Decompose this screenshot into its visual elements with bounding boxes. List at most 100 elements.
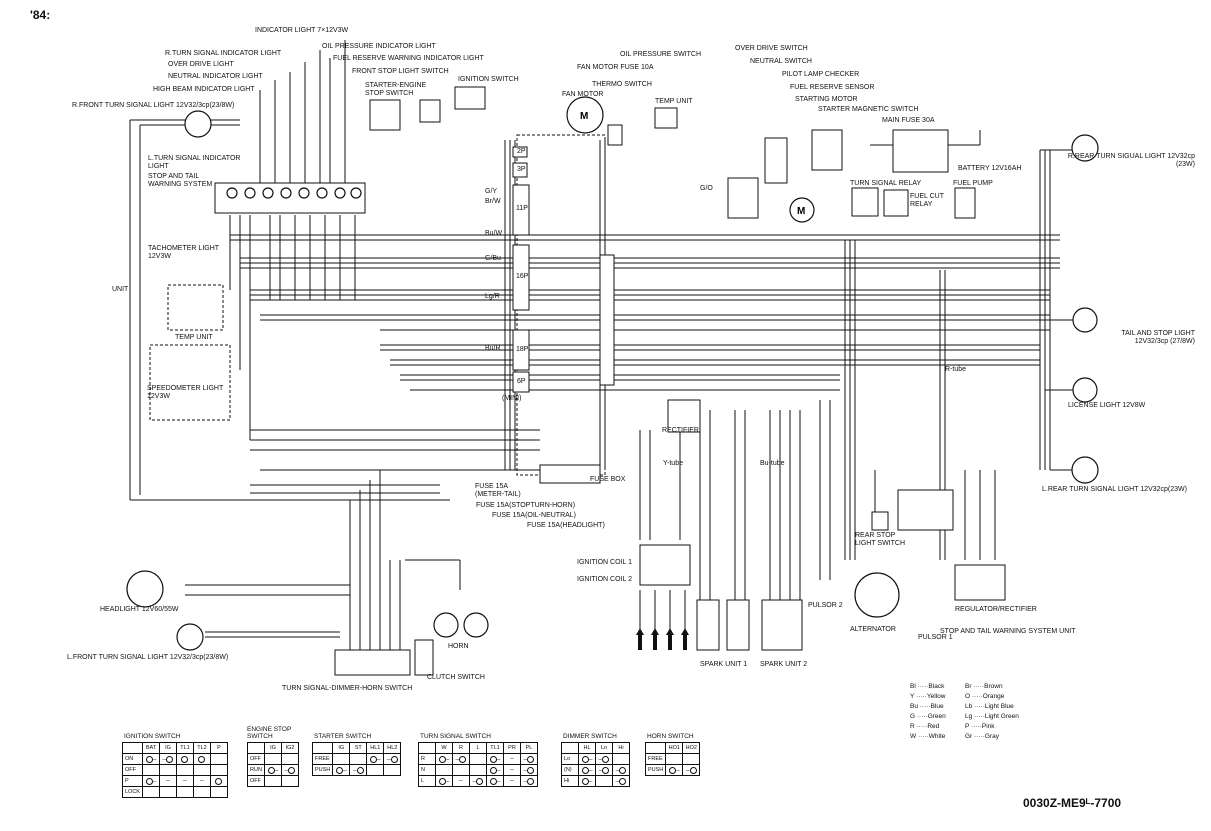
indicator-light-label: INDICATOR LIGHT 7×12V3W [255, 27, 349, 34]
battery-box [892, 129, 949, 173]
temp-unit-label: TEMP UNIT [655, 98, 693, 105]
row: PUSH [644, 764, 667, 776]
r-rear-turn-label: R.REAR TURN SIGUAL LIGHT 12V32cp (23W) [1067, 153, 1195, 168]
ignition-coil-2-label: IGNITION COIL 2 [577, 576, 632, 583]
pulsor-1-label: PULSOR 1 [918, 634, 953, 641]
r-rear-turn-bulb [1071, 134, 1099, 162]
fuel-pump-label: FUEL PUMP [953, 180, 993, 187]
spark-unit-1-box [696, 599, 720, 651]
col: PR [503, 742, 521, 754]
neutral-switch-label: NEUTRAL SWITCH [750, 58, 812, 65]
legend-code: Br [965, 683, 972, 690]
rear-stop-switch-box [871, 511, 889, 531]
rectifier-label: RECTIFIER [662, 427, 699, 434]
y-tube-label: Y-tube [663, 460, 683, 467]
license-bulb [1072, 377, 1098, 403]
horn-label: HORN [448, 643, 469, 650]
turn-signal-relay-label: TURN SIGNAL RELAY [850, 180, 922, 187]
svg-text:M: M [797, 206, 805, 217]
turn-signal-table-title: TURN SIGNAL SWITCH [420, 733, 491, 740]
legend-name: Yellow [926, 693, 946, 700]
col: ST [349, 742, 368, 754]
starter-magnetic-box [811, 129, 843, 171]
neutral-indicator-label: NEUTRAL INDICATOR LIGHT [168, 73, 263, 80]
tacho-unit-box [167, 284, 224, 331]
over-drive-switch-label: OVER DRIVE SWITCH [735, 45, 808, 52]
legend-code: Bu [910, 703, 918, 710]
spark-plugs [636, 628, 689, 650]
legend-code: Bl [910, 683, 916, 690]
wire-code-brw: Br/W [485, 198, 501, 205]
battery-label: BATTERY 12V16AH [958, 165, 1022, 172]
row: FREE [644, 753, 667, 765]
col: BAT [141, 742, 160, 754]
connector-18p-label: 18P [516, 346, 529, 353]
starting-motor-circle [789, 197, 815, 223]
col: R [452, 742, 470, 754]
connector-1p [599, 254, 615, 386]
fan-motor-circle [566, 96, 604, 134]
ind-bulb-1 [226, 187, 238, 199]
col: IG2 [281, 742, 299, 754]
legend-name: Light Green [984, 713, 1019, 720]
col: TL1 [175, 742, 194, 754]
connector-11p [512, 184, 530, 236]
row: PUSH [311, 764, 334, 776]
ind-bulb-8 [350, 187, 362, 199]
legend-name: Light Blue [984, 703, 1014, 710]
ignition-coil-1-label: IGNITION COIL 1 [577, 559, 632, 566]
connector-2p-label: 2P [517, 148, 526, 155]
ignition-switch-table-title: IGNITION SWITCH [124, 733, 181, 740]
year-mark: '84: [30, 8, 51, 22]
ind-bulb-3 [262, 187, 274, 199]
row: P [122, 775, 143, 787]
legend-code: Lb [965, 703, 973, 710]
connector-3p [512, 162, 528, 178]
fuse-box-label: FUSE BOX [590, 476, 626, 483]
legend-name: Orange [982, 693, 1005, 700]
ignition-switch-label: IGNITION SWITCH [458, 76, 519, 83]
ind-bulb-4 [280, 187, 292, 199]
fuel-reserve-warning-label: FUEL RESERVE WARNING INDICATOR LIGHT [333, 55, 484, 62]
ind-bulb-2 [244, 187, 256, 199]
legend-code: R [910, 723, 915, 730]
col: L [469, 742, 487, 754]
bu-tube-label: Bu-tube [760, 460, 785, 467]
wire-code-lgr: Lg/R [485, 293, 500, 300]
wire-code-buw: Bu/W [485, 230, 503, 237]
part-number: 0030Z-ME9ᴸ-7700 [1023, 796, 1122, 810]
fan-motor-label: FAN MOTOR [562, 91, 604, 98]
spark-unit-1b-box [726, 599, 750, 651]
col: HL [578, 742, 596, 754]
thermo-switch-box [607, 124, 623, 146]
fuel-reserve-sensor-box [764, 137, 788, 184]
r-tube-label: R-tube [945, 366, 967, 373]
connector-3p-label: 3P [517, 166, 526, 173]
ind-bulb-6 [316, 187, 328, 199]
spark-unit-2-label: SPARK UNIT 2 [760, 661, 808, 668]
turn-dimmer-horn-label: TURN SIGNAL-DIMMER-HORN SWITCH [282, 685, 413, 692]
l-front-turn-bulb [176, 623, 204, 651]
tachometer-light-label: TACHOMETER LIGHT 12V3W [148, 245, 219, 260]
turn-signal-relay-box [851, 187, 879, 217]
ind-bulb-5 [298, 187, 310, 199]
legend-code: P [965, 723, 970, 730]
connector-mini-label: (MINI) [502, 395, 522, 402]
unit-label: UNIT [112, 286, 129, 293]
row: FREE [311, 753, 334, 765]
oil-pressure-indicator-label: OIL PRESSURE INDICATOR LIGHT [322, 43, 436, 50]
headlight-label: HEADLIGHT 12V60/55W [100, 606, 179, 613]
row: N [418, 764, 436, 776]
col: P [209, 742, 228, 754]
starting-motor-label: STARTING MOTOR [795, 96, 858, 103]
temp-unit-box [654, 107, 678, 129]
fan-motor-fuse-label: FAN MOTOR FUSE 10A [577, 64, 654, 71]
row: OFF [247, 775, 265, 787]
row: RUN [247, 764, 265, 776]
thermo-switch-label: THERMO SWITCH [592, 81, 652, 88]
